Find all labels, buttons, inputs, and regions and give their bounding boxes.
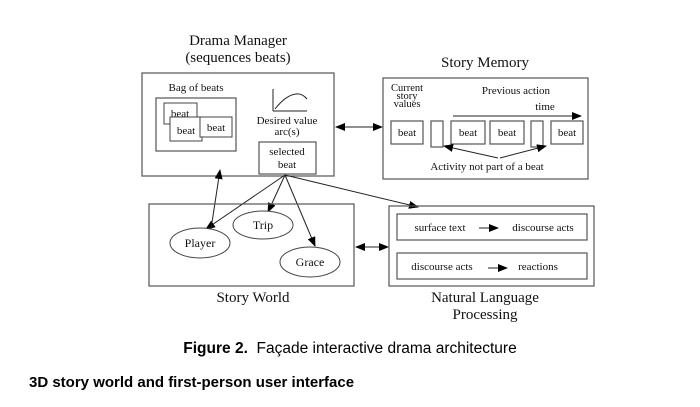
drama-manager-subtitle: (sequences beats) [185,50,290,66]
memory-beat-label: beat [398,127,416,139]
bag-beat-label: beat [177,125,195,137]
memory-beat [489,120,525,145]
nlp-row2-to: reactions [518,261,558,273]
nlp-row2-from: discourse acts [411,261,472,273]
arc-label: Desired value [257,115,318,127]
memory-beat [550,120,584,145]
drama-manager-title: Drama Manager [189,33,287,49]
character-trip-label: Trip [253,218,273,232]
character-player-label: Player [185,236,216,250]
character-grace [279,246,341,278]
nlp-row1-to: discourse acts [512,222,573,234]
arc-label-2: arc(s) [274,126,299,138]
current-values-label-3: values [394,99,421,110]
arrow-to-trip [267,174,286,213]
drama-manager-box [141,72,335,177]
activity-pointer-arrow [443,144,499,159]
memory-beat [390,120,424,145]
memory-beat [450,120,486,145]
story-world-module: Player Trip Grace Story World [148,203,355,306]
story-memory-box [382,77,589,180]
character-player [169,227,231,259]
nlp-row1-from: surface text [415,222,466,234]
bag-beat-label: beat [207,122,225,134]
selected-beat-label: selected [269,146,305,158]
selected-beat-label-2: beat [278,159,296,171]
nlp-row-discourse-acts [396,252,588,280]
nlp-row-surface-text [396,213,588,241]
selected-beat-box [258,141,317,175]
memory-beat-label: beat [558,127,576,139]
activity-slot [530,120,544,148]
story-world-box [148,203,355,287]
bag-of-beats-label: Bag of beats [169,82,224,94]
story-memory-module: Story Memory Current story values Previo… [382,55,589,180]
arrow-to-grace [284,174,316,247]
bag-beat [169,116,203,142]
activity-label: Activity not part of a beat [430,161,543,173]
figure-label: Figure 2. [183,340,248,357]
desired-value-arc-graph [272,89,308,112]
nlp-title: Natural Language [431,290,539,306]
arrow-player-to-dm [210,169,223,230]
nlp-box [388,205,595,287]
bag-of-beats-box [155,97,237,152]
drama-manager-module: Drama Manager (sequences beats) Bag of b… [141,33,335,177]
story-world-title: Story World [216,290,290,306]
figure-caption-text: Façade interactive drama architecture [256,340,517,357]
nlp-title-2: Processing [453,307,518,323]
current-values-label-2: story [397,91,419,102]
memory-beat-label: beat [498,127,516,139]
section-heading: 3D story world and first-person user int… [29,374,355,391]
character-grace-label: Grace [296,255,325,269]
activity-pointer-arrow [499,144,547,159]
previous-action-label: Previous action [482,85,551,97]
current-values-label: Current [391,83,423,94]
nlp-module: surface text discourse acts discourse ac… [388,205,595,323]
bag-beat [199,116,233,138]
time-label: time [535,101,555,113]
character-trip [232,210,294,240]
selected-beat-arrows [205,169,419,247]
arrow-to-player [205,174,286,230]
arrow-to-nlp [284,174,419,209]
activity-slot [430,120,444,148]
figure-caption: Figure 2. Façade interactive drama archi… [0,340,700,358]
memory-beat-label: beat [459,127,477,139]
story-memory-title: Story Memory [441,55,529,71]
